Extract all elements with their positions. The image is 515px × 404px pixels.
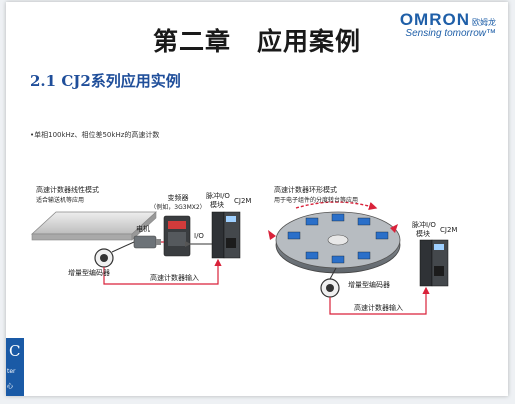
left-input-label: 高速计数器输入	[150, 274, 199, 282]
corner-text-2: 心	[7, 383, 14, 390]
diagram-drawing	[30, 201, 449, 315]
corner-letter: C	[9, 342, 21, 360]
encoder-left-icon	[94, 241, 135, 268]
right-pulse-io-label-2: 模块	[416, 230, 430, 238]
left-mode-desc: 适合输送机等应用	[36, 197, 85, 204]
right-mode-desc: 用于电子组件的分度转台等应用	[274, 197, 359, 204]
left-mode-title: 高速计数器线性模式	[36, 186, 99, 194]
corner-badge: C ter 心	[6, 338, 24, 396]
motor-label: 电机	[136, 225, 150, 233]
plc-left-icon	[211, 211, 241, 259]
counter-input-arrow-right	[329, 286, 430, 315]
left-pulse-io-label-2: 模块	[210, 201, 224, 209]
right-plc-label: CJ2M	[440, 226, 458, 234]
io-label: I/O	[194, 232, 204, 240]
left-plc-label: CJ2M	[234, 197, 252, 205]
right-encoder-label: 增量型编码器	[348, 281, 390, 289]
right-mode-title: 高速计数器环形模式	[274, 186, 337, 194]
rotary-table-icon	[268, 201, 401, 274]
chapter-title: 第二章 应用案例	[152, 27, 361, 56]
left-pulse-io-label: 脉冲I/O	[206, 192, 230, 200]
left-encoder-label: 增量型编码器	[68, 269, 110, 277]
right-input-label: 高速计数器输入	[354, 304, 403, 312]
logo-brand: OMRON	[399, 10, 470, 29]
counter-input-arrow-left	[103, 258, 222, 285]
plc-right-icon	[419, 239, 449, 287]
inverter-example: （例如，3G3MX2）	[150, 204, 206, 211]
bullet-text: •单相100kHz、相位差50kHz的高速计数	[30, 131, 160, 139]
right-pulse-io-label: 脉冲I/O	[412, 221, 436, 229]
inverter-label: 变频器	[167, 194, 189, 202]
corner-text-1: ter	[7, 368, 16, 375]
logo-tagline: Sensing tomorrow™	[405, 28, 496, 39]
motor-icon	[133, 235, 161, 249]
section-title: 2.1 CJ2系列应用实例	[30, 72, 181, 90]
conveyor-belt	[30, 211, 158, 241]
inverter-icon	[163, 215, 191, 257]
logo-brand-cn: 欧姆龙	[472, 18, 496, 27]
